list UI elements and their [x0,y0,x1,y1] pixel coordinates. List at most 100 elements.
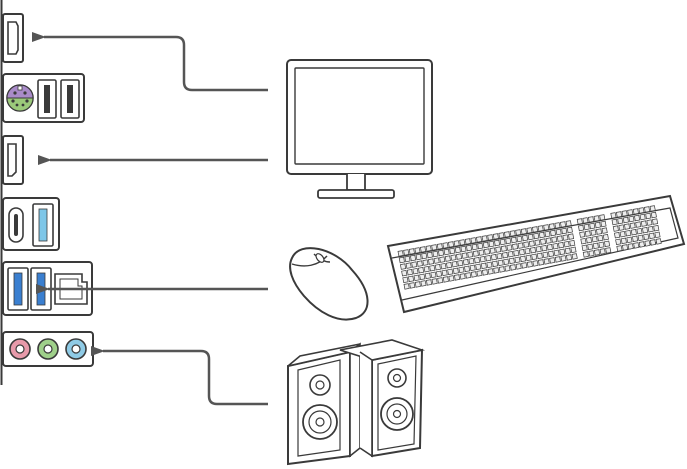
keyboard-key [510,231,515,237]
keyboard-key [644,207,649,213]
keyboard-key [464,266,469,272]
keyboard-key [604,241,609,247]
keyboard-key [627,237,632,243]
keyboard-key [634,243,639,249]
keyboard-key [488,235,493,241]
keyboard-key [566,221,571,227]
keyboard-key [435,264,440,270]
keyboard-key [449,276,454,282]
keyboard-key [547,244,552,250]
keyboard-key [508,251,513,257]
keyboard-key [642,227,647,233]
keyboard-key [514,250,519,256]
keyboard-key [476,237,481,243]
keyboard-key [529,241,534,247]
keyboard-key [520,256,525,262]
keyboard-key [582,245,587,251]
keyboard-key [594,216,599,222]
keyboard-key [522,235,527,241]
keyboard-key [491,254,496,260]
keyboard-key [528,234,533,240]
keyboard-key [421,281,426,287]
keyboard-key [641,221,646,227]
keyboard-key [511,237,516,243]
keyboard-key [555,257,560,263]
keyboard-key [544,225,549,231]
keyboard-key [510,265,515,271]
keyboard-key [570,240,575,246]
keyboard-key [602,228,607,234]
keyboard-key [612,219,617,225]
keyboard-key [488,269,493,275]
keyboard-key [577,219,582,225]
keyboard-key [584,224,589,230]
keyboard-key [469,258,474,264]
keyboard-key [578,225,583,231]
keyboard-key [490,248,495,254]
keyboard-key [432,245,437,251]
keyboard-key [532,254,537,260]
keyboard-key [440,257,445,263]
keyboard-key [442,270,447,276]
keyboard-key [423,260,428,266]
keyboard-key [507,245,512,251]
keyboard-key [583,252,588,258]
keyboard-key [481,263,486,269]
keyboard-key [492,261,497,267]
keyboard-key [515,257,520,263]
keyboard-key [494,268,499,274]
keyboard-key [422,253,427,259]
usb3-port-icon [8,268,28,310]
keyboard-key [557,236,562,242]
keyboard-key [620,231,625,237]
keyboard-key [438,278,443,284]
keyboard-key [646,213,651,219]
keyboard-key [425,273,430,279]
keyboard-key [650,240,655,246]
keyboard-key [448,269,453,275]
hdmi-port-icon [3,14,23,62]
keyboard-key [466,245,471,251]
displayport-icon [3,136,23,184]
keyboard-key [603,234,608,240]
keyboard-key [564,241,569,247]
keyboard-key [622,245,627,251]
keyboard-key [630,223,635,229]
keyboard-key [632,236,637,242]
keyboard-key [402,270,407,276]
keyboard-key [552,237,557,243]
keyboard-key [530,247,535,253]
keyboard-key [550,258,555,264]
keyboard-key [595,222,600,228]
keyboard-key [504,232,509,238]
keyboard-key [548,251,553,257]
keyboard-key [493,234,498,240]
usb-c-port-icon [3,198,59,250]
keyboard-key [499,267,504,273]
keyboard-key [563,235,568,241]
keyboard-key [533,261,538,267]
keyboard-key [465,239,470,245]
keyboard-key [539,232,544,238]
keyboard-key [477,271,482,277]
keyboard-key [413,268,418,274]
keyboard-key [611,213,616,219]
usb2-port-icon [61,80,79,118]
keyboard-key [540,239,545,245]
keyboard-key [521,229,526,235]
keyboard-key [441,263,446,269]
keyboard-key [527,262,532,268]
audio-jack-icon [3,332,93,366]
keyboard-key [624,224,629,230]
keyboard-key [622,211,627,217]
keyboard-key [655,232,660,238]
keyboard-key [427,252,432,258]
keyboard-key [592,236,597,242]
keyboard-key [437,244,442,250]
keyboard-key [445,256,450,262]
keyboard-key [406,263,411,269]
keyboard-key [543,252,548,258]
keyboard-key [400,264,405,270]
keyboard-key [480,256,485,262]
keyboard-key [443,277,448,283]
